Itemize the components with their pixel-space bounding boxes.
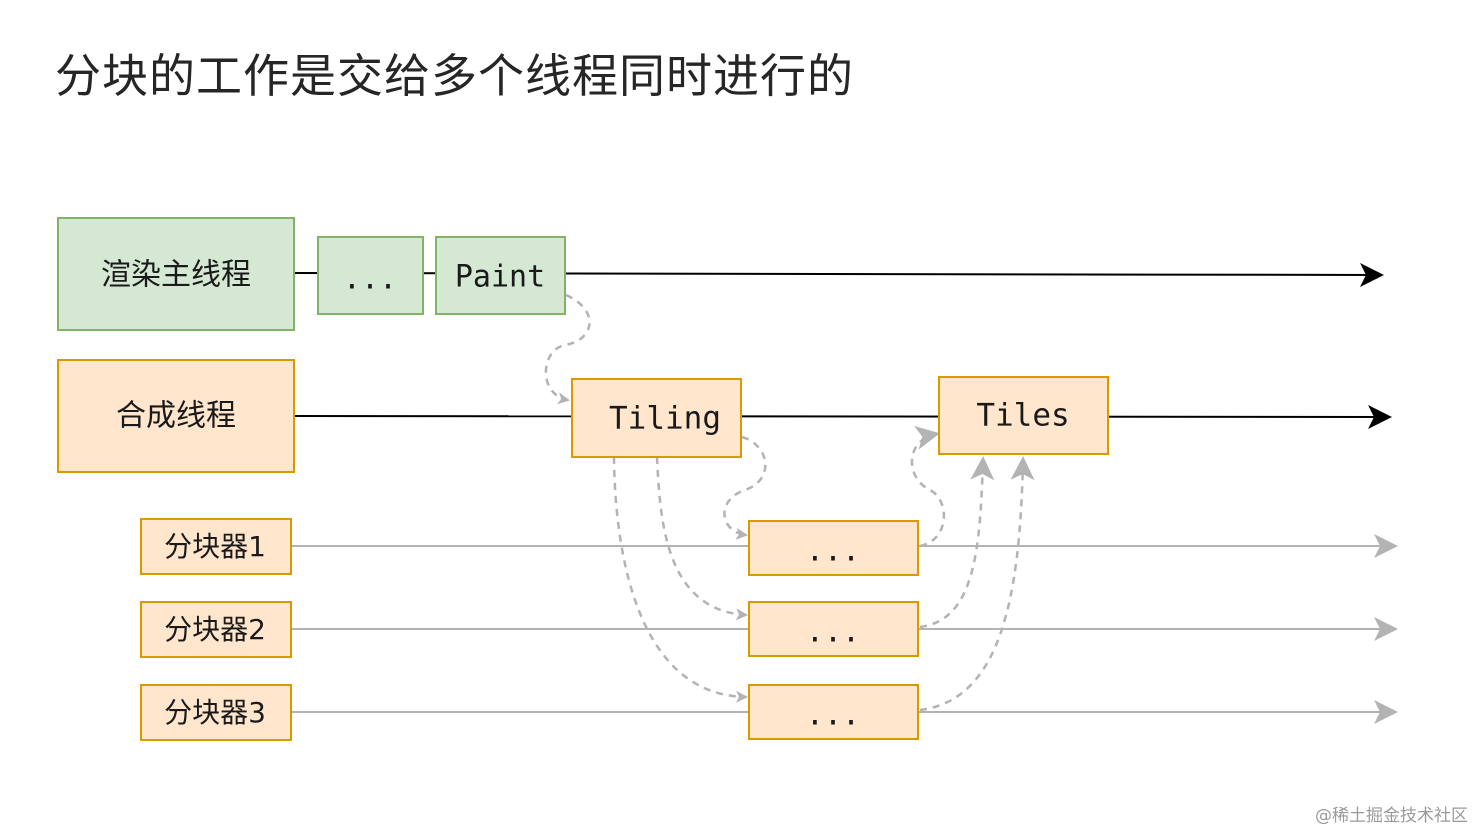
tiler-1-label: 分块器1 xyxy=(164,530,266,563)
page-title: 分块的工作是交给多个线程同时进行的 xyxy=(55,49,854,103)
tiling-to-tiler-3-arrow xyxy=(612,456,748,703)
tiler-2-task: ... xyxy=(748,601,919,657)
tiler-2-to-tiles-arrow xyxy=(919,456,995,629)
tiler-3-task-label: ... xyxy=(806,698,860,733)
tiler-1-task: ... xyxy=(748,520,919,576)
compositor-thread-timeline xyxy=(294,404,1392,429)
main-ellipsis-label: ... xyxy=(343,262,397,297)
tiler-3-task: ... xyxy=(748,684,919,740)
tiler-1-task-label: ... xyxy=(806,534,860,569)
tiler-2-label-box: 分块器2 xyxy=(140,601,292,658)
tiler-2-label: 分块器2 xyxy=(164,613,266,646)
tiler-2-task-label: ... xyxy=(806,615,860,650)
paint-task: Paint xyxy=(435,236,566,315)
tiling-task: Tiling xyxy=(571,378,742,458)
tiler-3-label-box: 分块器3 xyxy=(140,684,292,741)
paint-label: Paint xyxy=(455,260,545,295)
main-thread-label: 渲染主线程 xyxy=(101,258,251,293)
main-thread-label-box: 渲染主线程 xyxy=(57,217,295,331)
tiling-to-tiler-2-arrow xyxy=(655,456,748,621)
watermark: @稀土掘金技术社区 xyxy=(1315,806,1468,826)
paint-to-tiling-arrow xyxy=(544,293,591,405)
tiles-task: Tiles xyxy=(938,376,1109,455)
tiler-3-to-tiles-arrow xyxy=(919,456,1035,712)
tiling-to-tiler-1-arrow xyxy=(723,435,767,540)
tiles-label: Tiles xyxy=(976,398,1069,434)
tiler-1-to-tiles-arrow xyxy=(910,426,946,548)
main-ellipsis-task: ... xyxy=(317,236,424,315)
tiler-3-label: 分块器3 xyxy=(164,696,266,729)
compositor-thread-label: 合成线程 xyxy=(116,399,236,434)
tiling-label: Tiling xyxy=(609,401,721,437)
tiler-1-label-box: 分块器1 xyxy=(140,518,292,575)
compositor-thread-label-box: 合成线程 xyxy=(57,359,295,473)
